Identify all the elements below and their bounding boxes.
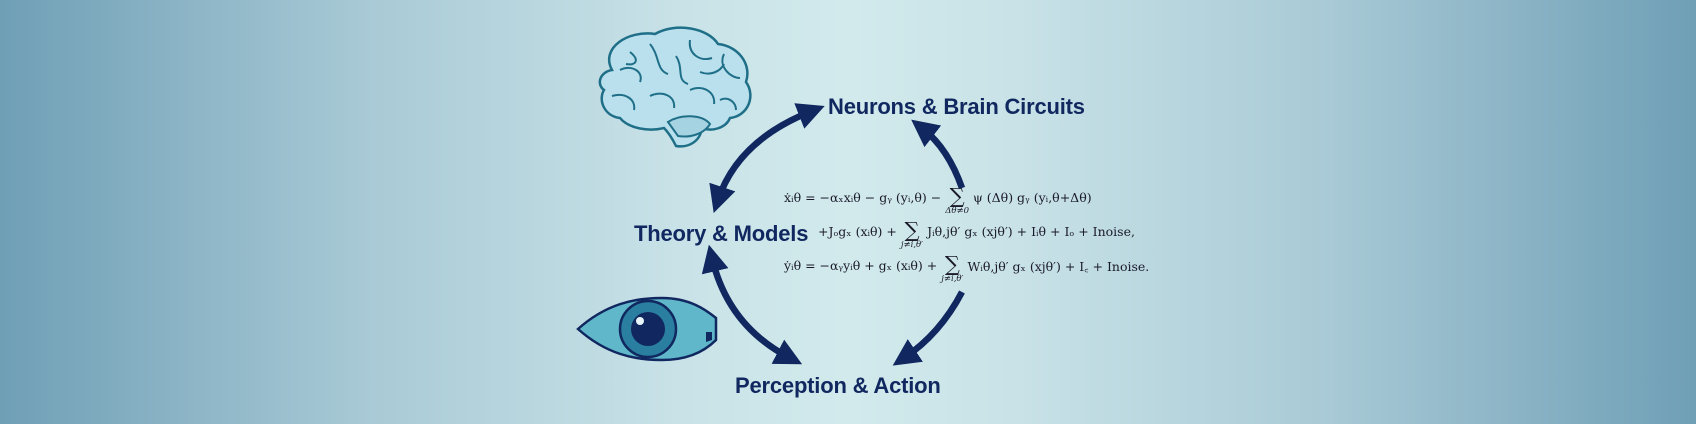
equation-2-rhs: Jᵢθ,jθ′ gₓ (xjθ′) + Iᵢθ + Iₒ + Inoise, <box>927 224 1135 239</box>
arrow-to-neurons <box>911 119 966 190</box>
arrow-theory-neurons <box>709 103 825 213</box>
summation-symbol: ∑ <box>949 184 965 208</box>
summation-2: ∑ j≠i,θ′ <box>901 220 923 250</box>
brain-icon <box>598 26 752 148</box>
label-perception-action: Perception & Action <box>735 373 941 398</box>
summation-1: ∑ Δθ≠0 <box>945 186 969 216</box>
equation-3-rhs: Wᵢθ,jθ′ gₓ (xjθ′) + I꜀ + Inoise. <box>967 259 1150 274</box>
summation-3-subscript: j≠i,θ′ <box>941 274 964 284</box>
summation-1-subscript: Δθ≠0 <box>945 206 969 216</box>
equation-line-1: ẋᵢθ = −αₓxᵢθ − gᵧ (yᵢ,θ) − ∑ Δθ≠0 ψ (Δθ)… <box>784 186 1092 220</box>
equation-3-lhs: ẏᵢθ = −αᵧyᵢθ + gₓ (xᵢθ) + <box>784 258 938 273</box>
summation-2-subscript: j≠i,θ′ <box>900 240 924 250</box>
equation-line-3: ẏᵢθ = −αᵧyᵢθ + gₓ (xᵢθ) + ∑ j≠i,θ′ Wᵢθ,j… <box>784 254 1150 288</box>
summation-symbol: ∑ <box>904 218 920 242</box>
arrow-theory-perception <box>701 244 803 365</box>
equation-1-rhs: ψ (Δθ) gᵧ (yᵢ,θ+Δθ) <box>973 190 1092 205</box>
label-theory-models: Theory & Models <box>634 221 809 246</box>
equation-1-lhs: ẋᵢθ = −αₓxᵢθ − gᵧ (yᵢ,θ) − <box>784 190 942 205</box>
equation-2-lhs: +Jₒgₓ (xᵢθ) + <box>818 224 897 239</box>
label-neurons-brain-circuits: Neurons & Brain Circuits <box>828 94 1085 119</box>
arrow-to-perception <box>892 290 965 366</box>
summation-3: ∑ j≠i,θ′ <box>941 254 963 284</box>
eye-icon <box>576 296 718 362</box>
equation-line-2: +Jₒgₓ (xᵢθ) + ∑ j≠i,θ′ Jᵢθ,jθ′ gₓ (xjθ′)… <box>818 220 1135 254</box>
summation-symbol: ∑ <box>944 252 960 276</box>
